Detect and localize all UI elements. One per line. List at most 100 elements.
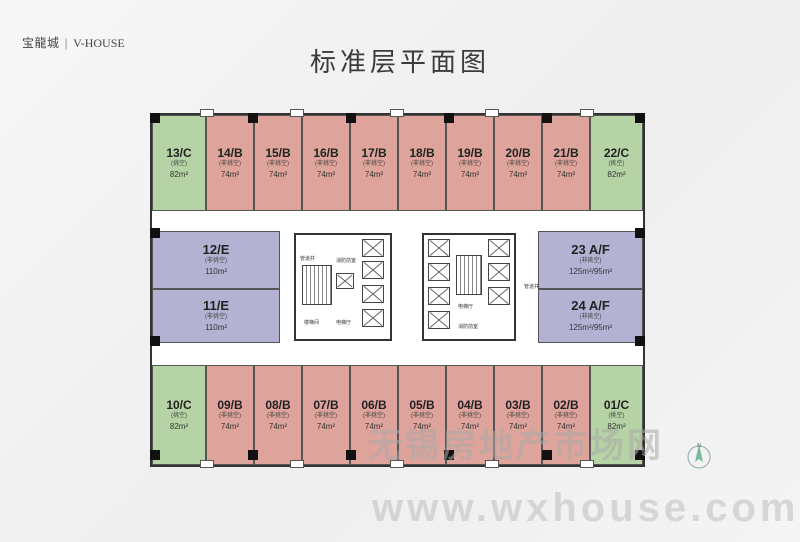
unit-18b[interactable]: 18/B(非挑空)74m² — [398, 115, 446, 211]
unit-type: (非挑空) — [411, 161, 433, 167]
unit-type: (非挑空) — [579, 314, 602, 320]
unit-name: 01/C — [603, 398, 630, 412]
unit-type: (非挑空) — [205, 258, 227, 264]
unit-name: 14/B — [217, 146, 243, 160]
unit-area: 74m² — [412, 422, 432, 431]
structural-column — [635, 336, 645, 346]
brand-name-en: V-HOUSE — [73, 36, 125, 50]
unit-name: 21/B — [553, 146, 579, 160]
unit-type: (挑空) — [608, 161, 625, 167]
unit-name: 16/B — [313, 146, 339, 160]
unit-08b[interactable]: 08/B(非挑空)74m² — [254, 365, 302, 465]
unit-type: (非挑空) — [363, 413, 385, 419]
unit-area: 74m² — [268, 422, 288, 431]
core-right: 电梯厅 消防前室 — [422, 233, 516, 341]
unit-11e[interactable]: 11/E (非挑空) 110m² — [152, 289, 280, 343]
unit-24af[interactable]: 24 A/F (非挑空) 125m²/95m² — [538, 289, 643, 343]
unit-17b[interactable]: 17/B(非挑空)74m² — [350, 115, 398, 211]
unit-area: 74m² — [220, 170, 240, 179]
unit-13c[interactable]: 13/C(挑空)82m² — [152, 115, 206, 211]
unit-12e[interactable]: 12/E (非挑空) 110m² — [152, 231, 280, 289]
structural-column — [635, 113, 645, 123]
unit-area: 125m²/95m² — [568, 267, 613, 276]
unit-07b[interactable]: 07/B(非挑空)74m² — [302, 365, 350, 465]
ac-unit — [390, 460, 404, 468]
unit-area: 74m² — [508, 170, 528, 179]
compass-label: N — [697, 443, 701, 449]
room-label-stair: 楼梯间 — [304, 320, 320, 326]
elevator-shaft — [428, 263, 450, 281]
unit-name: 19/B — [457, 146, 483, 160]
brand-logo: 宝龍城|V-HOUSE — [22, 36, 125, 50]
watermark-url: www.wxhouse.com — [372, 486, 800, 530]
room-label-elevator-hall: 电梯厅 — [336, 320, 352, 326]
unit-10c[interactable]: 10/C(挑空) 82m² — [152, 365, 206, 465]
structural-column — [248, 450, 258, 460]
unit-type: (非挑空) — [555, 413, 577, 419]
unit-type: (非挑空) — [219, 413, 241, 419]
unit-name: 15/B — [265, 146, 291, 160]
unit-name: 03/B — [505, 398, 531, 412]
unit-20b[interactable]: 20/B(非挑空)74m² — [494, 115, 542, 211]
page-title: 标准层平面图 — [309, 47, 490, 77]
structural-column — [346, 450, 356, 460]
corridor-bottom — [152, 343, 643, 365]
unit-name: 23 A/F — [571, 242, 610, 257]
structural-column — [150, 228, 160, 238]
unit-09b[interactable]: 09/B(非挑空) 74m² — [206, 365, 254, 465]
unit-23af[interactable]: 23 A/F (非挑空) 125m²/95m² — [538, 231, 643, 289]
ac-unit — [290, 109, 304, 117]
unit-name: 24 A/F — [571, 298, 610, 313]
unit-05b[interactable]: 05/B(非挑空)74m² — [398, 365, 446, 465]
unit-01c[interactable]: 01/C(挑空)82m² — [590, 365, 643, 465]
unit-type: (非挑空) — [267, 161, 289, 167]
unit-area: 74m² — [556, 170, 576, 179]
unit-area: 74m² — [364, 422, 384, 431]
unit-04b[interactable]: 04/B(非挑空)74m² — [446, 365, 494, 465]
unit-area: 74m² — [316, 170, 336, 179]
structural-column — [150, 450, 160, 460]
core-left: 管道井 消防前室 楼梯间 电梯厅 — [294, 233, 392, 341]
unit-type: (挑空) — [171, 413, 187, 419]
unit-area: 82m² — [169, 422, 189, 431]
unit-name: 11/E — [202, 298, 230, 313]
structural-column — [444, 450, 454, 460]
unit-19b[interactable]: 19/B(非挑空)74m² — [446, 115, 494, 211]
unit-name: 09/B — [217, 398, 243, 412]
unit-area: 74m² — [220, 422, 240, 431]
elevator-shaft — [488, 239, 510, 257]
unit-name: 18/B — [409, 146, 435, 160]
ac-unit — [580, 460, 594, 468]
unit-type: (非挑空) — [507, 413, 529, 419]
elevator-shaft — [362, 239, 384, 257]
unit-name: 07/B — [313, 398, 339, 412]
unit-15b[interactable]: 15/B(非挑空)74m² — [254, 115, 302, 211]
elevator-shaft — [488, 287, 510, 305]
unit-22c[interactable]: 22/C(挑空)82m² — [590, 115, 643, 211]
unit-02b[interactable]: 02/B(非挑空)74m² — [542, 365, 590, 465]
unit-name: 05/B — [409, 398, 435, 412]
elevator-shaft — [362, 285, 384, 303]
room-label-elevator-hall: 电梯厅 — [458, 304, 474, 310]
unit-03b[interactable]: 03/B(非挑空)74m² — [494, 365, 542, 465]
structural-column — [248, 113, 258, 123]
compass-icon: N — [687, 443, 711, 469]
unit-14b[interactable]: 14/B(非挑空) 74m² — [206, 115, 254, 211]
unit-21b[interactable]: 21/B(非挑空)74m² — [542, 115, 590, 211]
elevator-shaft — [488, 263, 510, 281]
unit-16b[interactable]: 16/B(非挑空)74m² — [302, 115, 350, 211]
room-label-pipe: 管道井 — [524, 284, 540, 290]
unit-type: (非挑空) — [315, 413, 337, 419]
unit-area: 82m² — [607, 170, 626, 179]
unit-type: (非挑空) — [267, 413, 289, 419]
unit-type: (非挑空) — [219, 161, 241, 167]
unit-06b[interactable]: 06/B(非挑空)74m² — [350, 365, 398, 465]
unit-name: 10/C — [166, 398, 192, 412]
elevator-shaft — [336, 273, 354, 289]
unit-area: 125m²/95m² — [568, 323, 613, 332]
unit-type: (挑空) — [608, 413, 625, 419]
unit-name: 20/B — [505, 146, 531, 160]
watermark-cn: 无锡房地产市场网 — [368, 427, 664, 465]
structural-column — [542, 113, 552, 123]
